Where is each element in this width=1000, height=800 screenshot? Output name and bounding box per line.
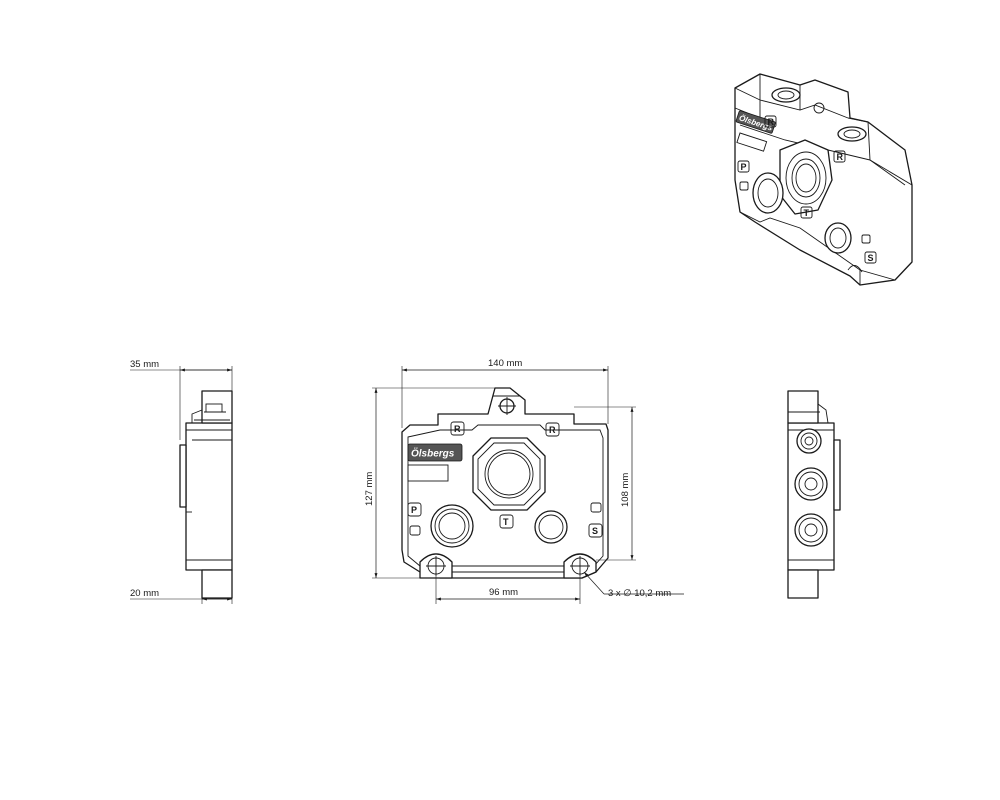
svg-text:R: R — [454, 424, 461, 434]
iso-label-r-left: R — [764, 115, 777, 128]
svg-text:R: R — [837, 152, 844, 162]
iso-label-p: P — [737, 160, 750, 173]
iso-s-port — [824, 222, 852, 254]
svg-text:S: S — [868, 253, 874, 263]
svg-text:S: S — [592, 526, 598, 536]
isometric-view: Ölsbergs R R P T S — [734, 73, 913, 286]
dim-width: 140 mm — [488, 358, 522, 369]
svg-text:T: T — [503, 517, 509, 527]
iso-mount-hole — [813, 102, 825, 114]
svg-text:R: R — [549, 425, 556, 435]
dim-body-height: 108 mm — [620, 473, 631, 507]
front-s-port — [534, 510, 568, 544]
right-top-boss — [787, 390, 819, 424]
svg-text:T: T — [804, 208, 810, 218]
right-side-view — [787, 390, 841, 599]
right-port-middle — [794, 467, 828, 501]
svg-text:P: P — [741, 162, 747, 172]
front-label-plate — [407, 464, 449, 482]
front-p-port — [430, 504, 474, 548]
dim-overall-height: 127 mm — [364, 472, 375, 506]
left-side-plate — [179, 444, 187, 508]
iso-label-t: T — [800, 206, 813, 219]
dim-hole-spacing: 96 mm — [489, 587, 518, 598]
left-view-dimensions: 35 mm 20 mm — [130, 359, 233, 604]
front-label-r-right: R — [545, 422, 560, 437]
left-bottom-boss — [201, 569, 233, 599]
dim-depth-top: 35 mm — [130, 359, 159, 370]
front-view-dimensions: 140 mm 127 mm 108 mm 96 mm 3 x ∅ 10,2 mm — [364, 358, 684, 604]
front-view: Ölsbergs R R P T S — [401, 387, 609, 579]
front-label-r-left: R — [450, 421, 465, 436]
iso-top-port-right — [837, 126, 867, 142]
iso-label-s: S — [864, 251, 877, 264]
svg-text:P: P — [411, 505, 417, 515]
right-port-bottom — [794, 513, 828, 547]
left-side-view — [179, 390, 233, 599]
front-logo: Ölsbergs — [407, 443, 463, 462]
iso-label-r-right: R — [833, 150, 846, 163]
iso-top-port-left — [771, 87, 801, 103]
svg-text:Ölsbergs: Ölsbergs — [411, 447, 455, 460]
dim-hole-callout: 3 x ∅ 10,2 mm — [608, 588, 671, 599]
front-label-t: T — [499, 514, 514, 529]
svg-text:R: R — [768, 117, 775, 127]
front-label-s: S — [588, 523, 603, 538]
left-top-boss — [201, 390, 233, 424]
front-center-port-boss — [472, 437, 546, 511]
front-label-p: P — [407, 502, 422, 517]
right-bottom-boss — [787, 569, 819, 599]
dim-depth-bottom: 20 mm — [130, 588, 159, 599]
right-port-top — [796, 428, 822, 454]
right-side-plate — [833, 439, 841, 511]
left-body — [185, 422, 233, 571]
